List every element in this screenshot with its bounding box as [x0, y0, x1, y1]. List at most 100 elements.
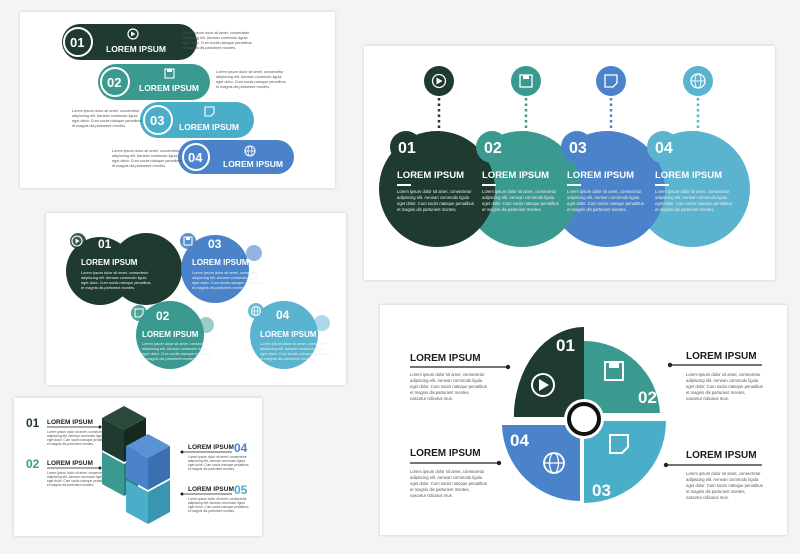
svg-text:nascetur ridiculus mus.: nascetur ridiculus mus. [410, 493, 453, 498]
note-icon [134, 308, 144, 318]
svg-text:Lorem ipsum dolor sit amet, co: Lorem ipsum dolor sit amet, consectetur [686, 471, 761, 476]
quadrant-item-top-right: LOREM IPSUM Lorem ipsum dolor sit amet, … [667, 351, 763, 401]
svg-text:Lorem ipsum dolor sit amet, co: Lorem ipsum dolor sit amet, consectetur [567, 189, 642, 194]
quadrant-03: 03 [584, 421, 666, 503]
svg-text:Lorem ipsum dolor sit amet, co: Lorem ipsum dolor sit amet, consectetur [482, 189, 557, 194]
svg-text:et magnis dis parturient monte: et magnis dis parturient montes, [47, 483, 94, 487]
svg-text:adipiscing elit. Aenean commod: adipiscing elit. Aenean commodo ligula [410, 475, 483, 480]
svg-text:adipiscing elit. Aenean commod: adipiscing elit. Aenean commodo ligula [655, 195, 728, 200]
svg-text:Lorem ipsum dolor sit amet, co: Lorem ipsum dolor sit amet, consectetur [142, 342, 210, 346]
svg-text:LOREM IPSUM: LOREM IPSUM [188, 486, 234, 493]
bubble-02-number: 02 [156, 309, 170, 323]
svg-text:nascetur ridiculus mus.: nascetur ridiculus mus. [410, 396, 453, 401]
pill-03-text: Lorem ipsum dolor sit amet, consectetur … [72, 109, 142, 128]
svg-text:eget dolor. Cum sociis natoque: eget dolor. Cum sociis natoque penatibus [482, 201, 559, 206]
svg-text:01: 01 [26, 416, 40, 430]
stacked-pills-diagram: 01 LOREM IPSUM Lorem ipsum dolor sit ame… [62, 24, 294, 174]
svg-text:adipiscing elit. Aenean commod: adipiscing elit. Aenean commodo ligula [47, 475, 104, 479]
quadrant-02: 02 [584, 340, 660, 413]
save-icon [604, 361, 624, 381]
svg-text:eget dolor. Cum sociis natoque: eget dolor. Cum sociis natoque penatibus [655, 201, 732, 206]
svg-text:eget dolor. Cum sociis natoque: eget dolor. Cum sociis natoque penatibus [260, 352, 330, 356]
play-icon [71, 235, 83, 247]
note-icon [204, 106, 215, 117]
svg-text:Lorem ipsum dolor sit amet, co: Lorem ipsum dolor sit amet, consectetur [410, 469, 485, 474]
svg-text:eget dolor. Cum sociis natoque: eget dolor. Cum sociis natoque penatibus [686, 483, 763, 488]
svg-text:05: 05 [234, 483, 248, 497]
globe-icon [251, 306, 261, 316]
pill-04-number: 04 [188, 150, 203, 165]
bubble-01: 01 LOREM IPSUM Lorem ipsum dolor sit ame… [66, 233, 182, 305]
svg-text:adipiscing elit. Aenean commod: adipiscing elit. Aenean commodo ligula [567, 195, 640, 200]
svg-text:eget dolor. Cum sociis natoque: eget dolor. Cum sociis natoque penatibus [142, 352, 212, 356]
svg-text:LOREM IPSUM: LOREM IPSUM [410, 353, 481, 364]
bubble-04-label: LOREM IPSUM [260, 330, 317, 339]
svg-text:LOREM IPSUM: LOREM IPSUM [482, 170, 549, 181]
svg-text:LOREM IPSUM: LOREM IPSUM [655, 170, 722, 181]
svg-text:adipiscing elit. Aenean commod: adipiscing elit. Aenean commodo ligula [686, 477, 759, 482]
svg-text:LOREM IPSUM: LOREM IPSUM [567, 170, 634, 181]
timeline-number-03: 03 [569, 140, 587, 157]
svg-text:et magnis dis parturient monte: et magnis dis parturient montes, [72, 124, 126, 128]
svg-text:Lorem ipsum dolor sit amet, co: Lorem ipsum dolor sit amet, consectetur [410, 372, 485, 377]
pill-02-label: LOREM IPSUM [139, 83, 199, 93]
svg-text:et magnis dis parturient monte: et magnis dis parturient montes, [81, 286, 135, 290]
quadrant-01: 01 [513, 327, 584, 417]
pill-04-label: LOREM IPSUM [223, 159, 283, 169]
svg-text:adipiscing elit. Aenean commod: adipiscing elit. Aenean commodo ligula [482, 195, 555, 200]
globe-icon [690, 73, 706, 89]
svg-text:LOREM IPSUM: LOREM IPSUM [686, 450, 757, 461]
play-icon [431, 73, 447, 89]
svg-text:adipiscing elit. Aenean commod: adipiscing elit. Aenean commodo ligula [182, 36, 248, 40]
svg-text:et magnis dis parturient monte: et magnis dis parturient montes, [567, 207, 627, 212]
svg-text:Lorem ipsum dolor sit amet, co: Lorem ipsum dolor sit amet, consectetur [260, 342, 328, 346]
svg-text:et magnis dis parturient monte: et magnis dis parturient montes, [410, 487, 470, 492]
cube-item-05: LOREM IPSUM 05 Lorem ipsum dolor sit ame… [180, 483, 249, 513]
svg-text:eget dolor. Cum sociis natoque: eget dolor. Cum sociis natoque penatibus [216, 80, 286, 84]
svg-text:02: 02 [26, 457, 40, 471]
quadrant-item-bottom-left: LOREM IPSUM Lorem ipsum dolor sit amet, … [410, 448, 502, 498]
bubble-03: 03 LOREM IPSUM Lorem ipsum dolor sit ame… [180, 233, 262, 303]
note-icon [604, 74, 618, 88]
svg-text:eget dolor. Cum sociis natoque: eget dolor. Cum sociis natoque penatibus [81, 281, 151, 285]
cubes-diagram: 01 LOREM IPSUM Lorem ipsum dolor sit ame… [26, 406, 249, 524]
bubbles-diagram: 01 LOREM IPSUM Lorem ipsum dolor sit ame… [66, 233, 330, 369]
timeline-text-04: LOREM IPSUM Lorem ipsum dolor sit amet, … [655, 170, 732, 212]
svg-text:Lorem ipsum dolor sit amet, co: Lorem ipsum dolor sit amet, consectetur [397, 189, 472, 194]
bubble-02-label: LOREM IPSUM [142, 330, 199, 339]
timeline-icon-04 [683, 66, 713, 134]
save-icon [519, 74, 533, 88]
svg-text:et magnis dis parturient monte: et magnis dis parturient montes, [216, 85, 270, 89]
svg-text:eget dolor. Cum sociis natoque: eget dolor. Cum sociis natoque penatibus [112, 159, 182, 163]
svg-text:et magnis dis parturient monte: et magnis dis parturient montes, [260, 357, 314, 361]
save-icon [164, 68, 175, 79]
svg-text:adipiscing elit. Aenean commod: adipiscing elit. Aenean commodo ligula [410, 378, 483, 383]
svg-text:eget dolor. Cum sociis natoque: eget dolor. Cum sociis natoque penatibus [397, 201, 474, 206]
svg-text:adipiscing elit. Aenean commod: adipiscing elit. Aenean commodo ligula [142, 347, 208, 351]
svg-text:adipiscing elit. Aenean commod: adipiscing elit. Aenean commodo ligula [47, 434, 104, 438]
svg-text:eget dolor. Cum sociis natoque: eget dolor. Cum sociis natoque penatibus [567, 201, 644, 206]
svg-text:adipiscing elit. Aenean commod: adipiscing elit. Aenean commodo ligula [72, 114, 138, 118]
svg-text:et magnis dis parturient monte: et magnis dis parturient montes, [182, 46, 236, 50]
svg-text:eget dolor. Cum sociis natoque: eget dolor. Cum sociis natoque penatibus [410, 384, 487, 389]
svg-text:eget dolor. Cum sociis natoque: eget dolor. Cum sociis natoque penatibus [410, 481, 487, 486]
svg-text:et magnis dis parturient monte: et magnis dis parturient montes, [397, 207, 457, 212]
svg-text:LOREM IPSUM: LOREM IPSUM [47, 460, 93, 467]
svg-text:et magnis dis parturient monte: et magnis dis parturient montes, [482, 207, 542, 212]
play-icon [127, 28, 139, 40]
bubble-01-label: LOREM IPSUM [81, 258, 138, 267]
svg-text:LOREM IPSUM: LOREM IPSUM [686, 351, 757, 362]
pill-02-text: Lorem ipsum dolor sit amet, consectetur … [216, 70, 286, 89]
pill-02-number: 02 [107, 75, 121, 90]
quadrant-number-04: 04 [510, 431, 529, 450]
quadrant-number-02: 02 [638, 388, 657, 407]
svg-text:eget dolor. Cum sociis natoque: eget dolor. Cum sociis natoque penatibus [182, 41, 252, 45]
pill-01-text: Lorem ipsum dolor sit amet, consectetur … [182, 31, 252, 50]
svg-text:eget dolor. Cum sociis natoque: eget dolor. Cum sociis natoque penatibus [188, 505, 249, 509]
slide-quadrant-circle: 01 02 04 03 LOREM IPSUM Lorem ipsum dolo… [380, 305, 787, 535]
svg-text:eget dolor. Cum sociis natoque: eget dolor. Cum sociis natoque penatibus [72, 119, 142, 123]
cube-item-04: LOREM IPSUM 04 Lorem ipsum dolor sit ame… [180, 441, 249, 471]
pill-03: 03 LOREM IPSUM [140, 102, 254, 138]
svg-text:eget dolor. Cum sociis natoque: eget dolor. Cum sociis natoque penatibus [47, 438, 108, 442]
svg-text:eget dolor. Cum sociis natoque: eget dolor. Cum sociis natoque penatibus [47, 479, 108, 483]
